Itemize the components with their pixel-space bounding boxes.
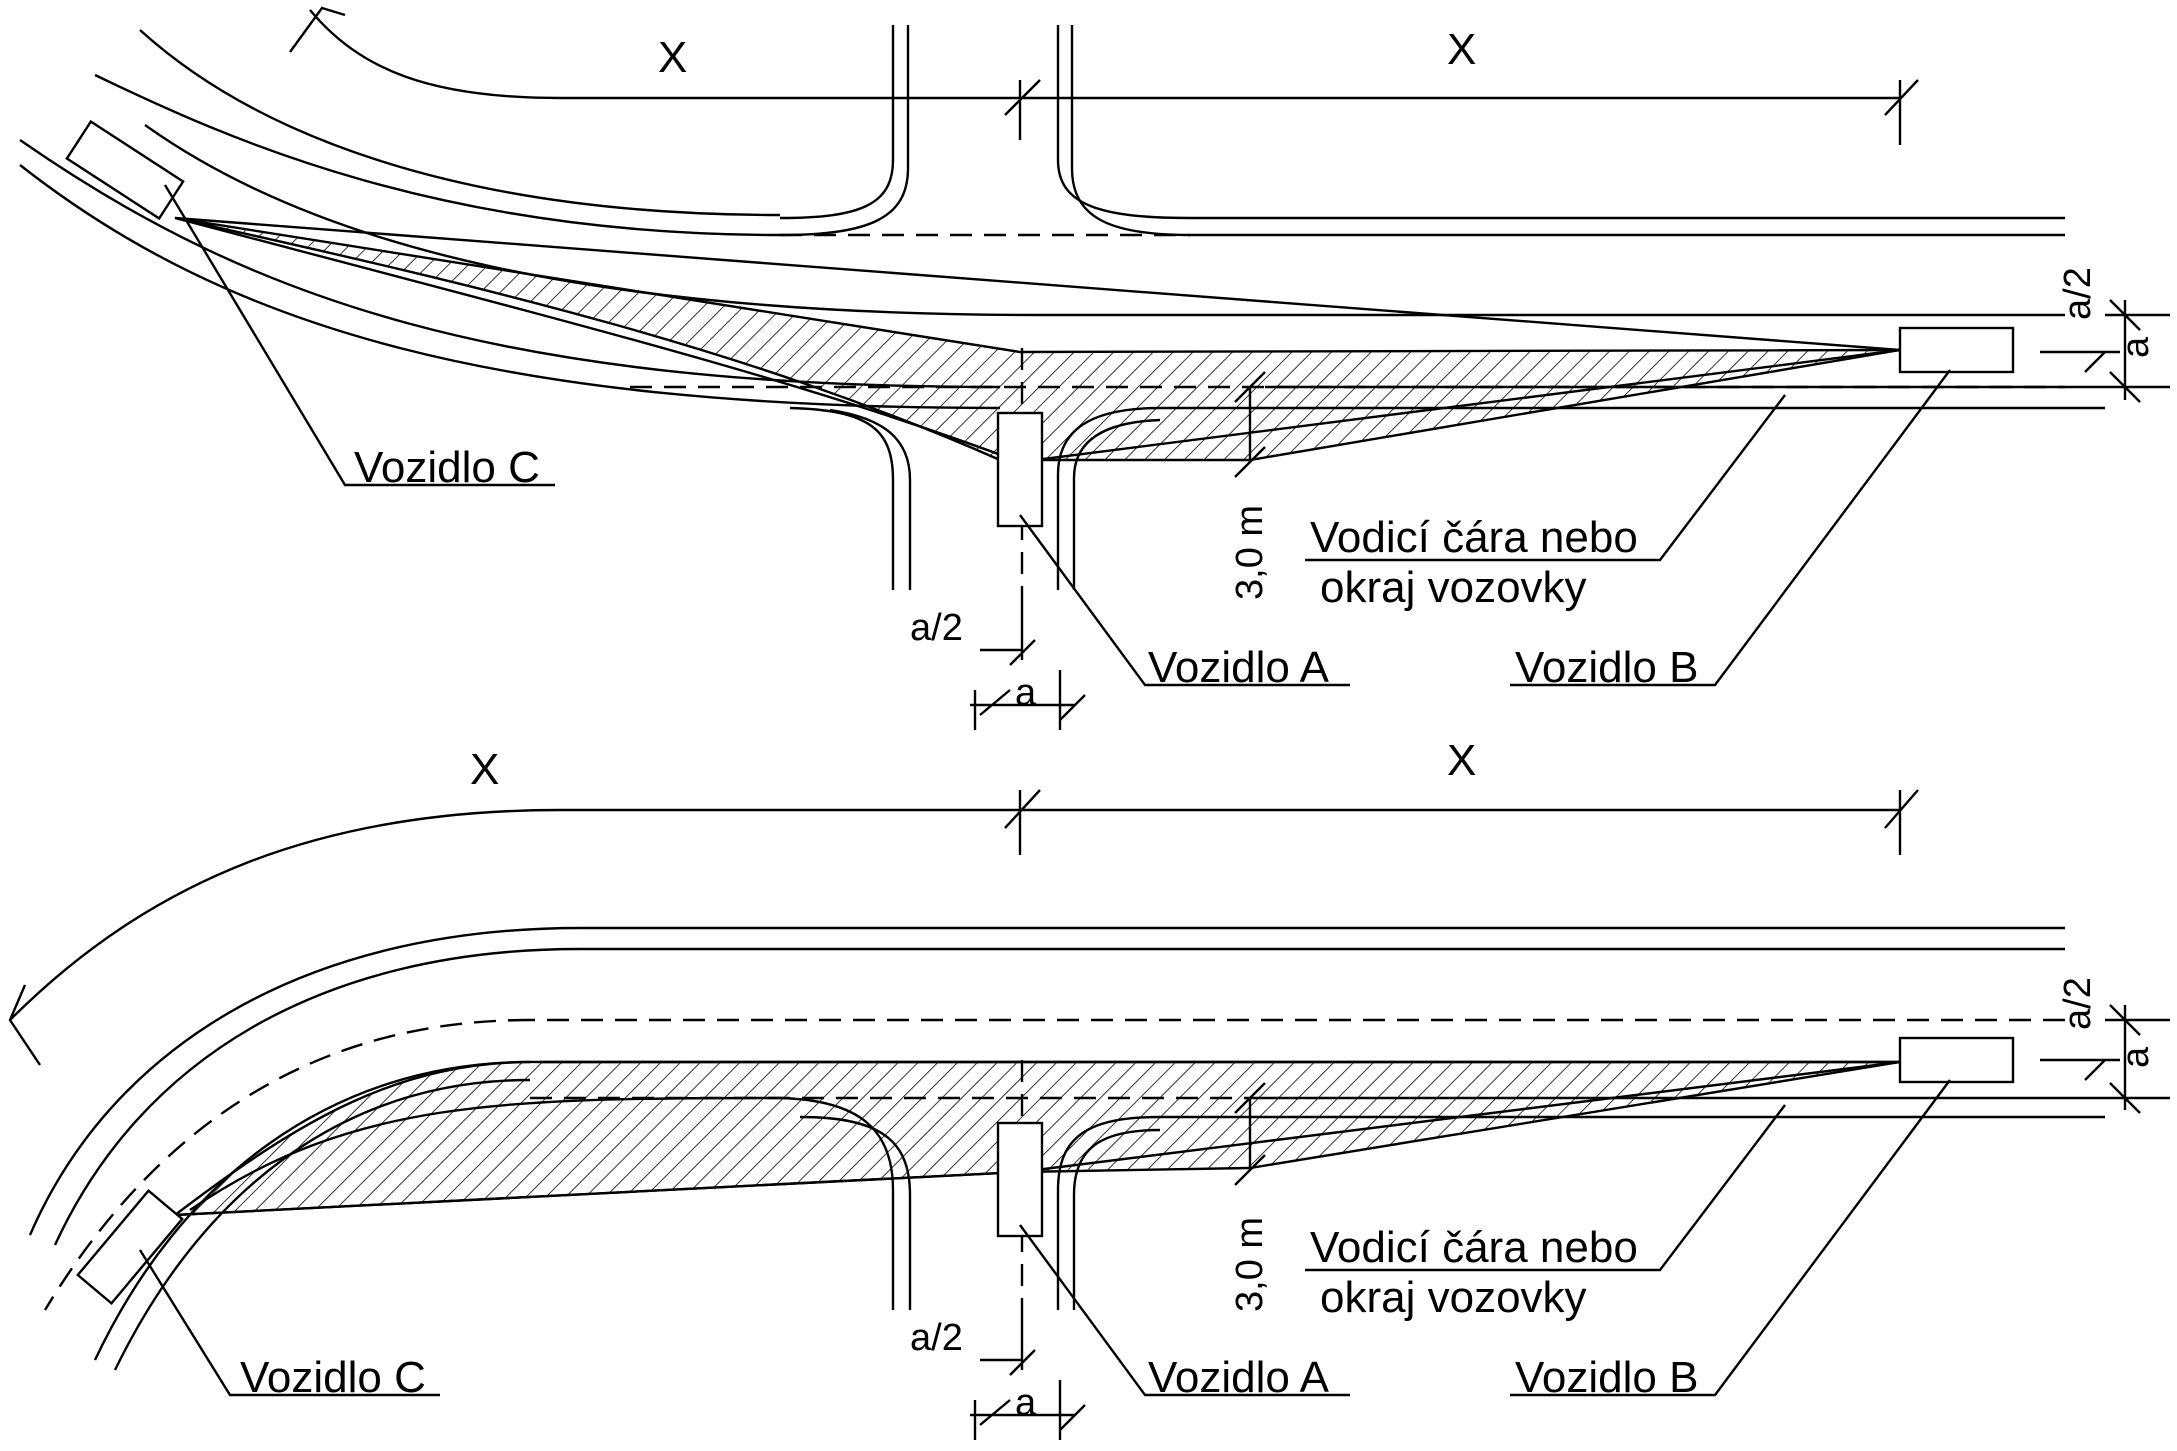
curve2-outer — [9, 808, 561, 1021]
leader-guide — [1305, 394, 1786, 562]
label-guide-line-2-2: okraj vozovky — [1320, 1273, 1587, 1322]
label-vehicle-a: Vozidlo A — [1148, 643, 1330, 692]
north-arm-right-a — [1056, 25, 2065, 220]
x-dim-tick-mid-2 — [1004, 789, 1041, 855]
curve2-edge-1 — [28, 926, 581, 1236]
north-arm-right-b — [1070, 25, 2065, 237]
sight-line-ab-2 — [1019, 1060, 1901, 1174]
leader-a — [1019, 514, 1350, 687]
label-x-left-2: X — [470, 745, 499, 794]
leader-c-2 — [138, 1249, 440, 1397]
leader-a-2 — [1019, 1224, 1350, 1397]
label-dim-a-right: a — [2115, 336, 2157, 358]
south-arm-left-a — [789, 406, 895, 590]
curve2-edge-3 — [93, 1060, 531, 1361]
vehicle-a-box — [996, 411, 1044, 528]
label-dim-3m-2: 3,0 m — [1229, 1217, 1271, 1312]
vehicle-c-box — [65, 119, 185, 221]
label-vehicle-b-2: Vozidlo B — [1515, 1353, 1698, 1402]
sight-triangle — [174, 216, 1901, 462]
north-arm-left-b — [779, 25, 910, 237]
vehicle-b-box-2 — [1898, 1036, 2015, 1084]
leader-c — [163, 184, 555, 487]
north-arm-left-a — [779, 25, 895, 220]
sight-curve-inner-2 — [189, 1096, 781, 1211]
label-vehicle-a-2: Vozidlo A — [1148, 1353, 1330, 1402]
sight-line-ca — [174, 216, 1021, 464]
dim-a-right-lines-2 — [2040, 1004, 2170, 1114]
label-vehicle-b: Vozidlo B — [1515, 643, 1698, 692]
dim-a-left-lines-2 — [970, 1320, 1086, 1440]
dim-3m-line — [1234, 371, 1266, 478]
leader-b — [1510, 369, 1951, 687]
label-dim-3m: 3,0 m — [1229, 505, 1271, 600]
panel-bottom — [8, 789, 2170, 1440]
south-arm-left-b — [829, 408, 912, 590]
dim-a-left-lines — [970, 600, 1086, 730]
sight-line-ab — [1019, 348, 1901, 464]
label-vehicle-c-2: Vozidlo C — [240, 1353, 426, 1402]
curve-road-edge-3 — [19, 164, 1001, 410]
panel-top — [19, 6, 2170, 730]
x-dim-tick-right-2 — [1884, 789, 1919, 855]
vehicle-a-box-2 — [996, 1121, 1044, 1238]
x-dim-tick-right — [1884, 79, 1919, 145]
arrow-left — [8, 984, 41, 1066]
label-guide-line-2: okraj vozovky — [1320, 563, 1587, 612]
label-vehicle-c: Vozidlo C — [354, 443, 540, 492]
leader-b-2 — [1510, 1079, 1951, 1397]
panel-bottom-labels: X X Vozidlo C Vozidlo A Vozidlo B Vodicí… — [240, 736, 2157, 1424]
label-guide-line-1-2: Vodicí čára nebo — [1310, 1223, 1638, 1272]
x-dim-tick-mid — [1004, 79, 1041, 140]
label-dim-a-half-right-2: a/2 — [2057, 977, 2099, 1030]
label-guide-line-1: Vodicí čára nebo — [1310, 513, 1638, 562]
curve-road-edge-5 — [94, 73, 781, 237]
vehicle-b-box — [1898, 326, 2015, 374]
sight-line-cb — [174, 216, 1901, 352]
dim-a-right-lines — [2040, 299, 2170, 403]
label-dim-a-left-2: a — [1015, 1382, 1037, 1424]
panel-top-labels: X X Vozidlo C Vozidlo A Vozidlo B Vodicí… — [354, 25, 2157, 714]
label-x-right-2: X — [1447, 736, 1476, 785]
label-x-right: X — [1447, 25, 1476, 74]
curve-road-edge-1 — [144, 124, 1041, 317]
label-dim-a-left: a — [1015, 672, 1037, 714]
dim-3m-line-2 — [1234, 1082, 1266, 1186]
label-dim-a-half-right: a/2 — [2057, 267, 2099, 320]
label-x-left: X — [658, 33, 687, 82]
sight-line-ca-2 — [174, 1170, 1021, 1217]
curve2-edge-2 — [53, 947, 581, 1246]
label-dim-a-half-left-2: a/2 — [910, 1317, 963, 1359]
leader-guide-2 — [1305, 1104, 1786, 1272]
curve-road-edge-6 — [309, 9, 561, 100]
arrow-top-left — [289, 6, 346, 53]
curve2-dash — [43, 1018, 531, 1311]
curve-road-edge-4 — [139, 29, 781, 217]
label-dim-a-right-2: a — [2115, 1046, 2157, 1068]
vehicle-c-box-2 — [76, 1189, 184, 1305]
label-dim-a-half-left: a/2 — [910, 607, 963, 649]
